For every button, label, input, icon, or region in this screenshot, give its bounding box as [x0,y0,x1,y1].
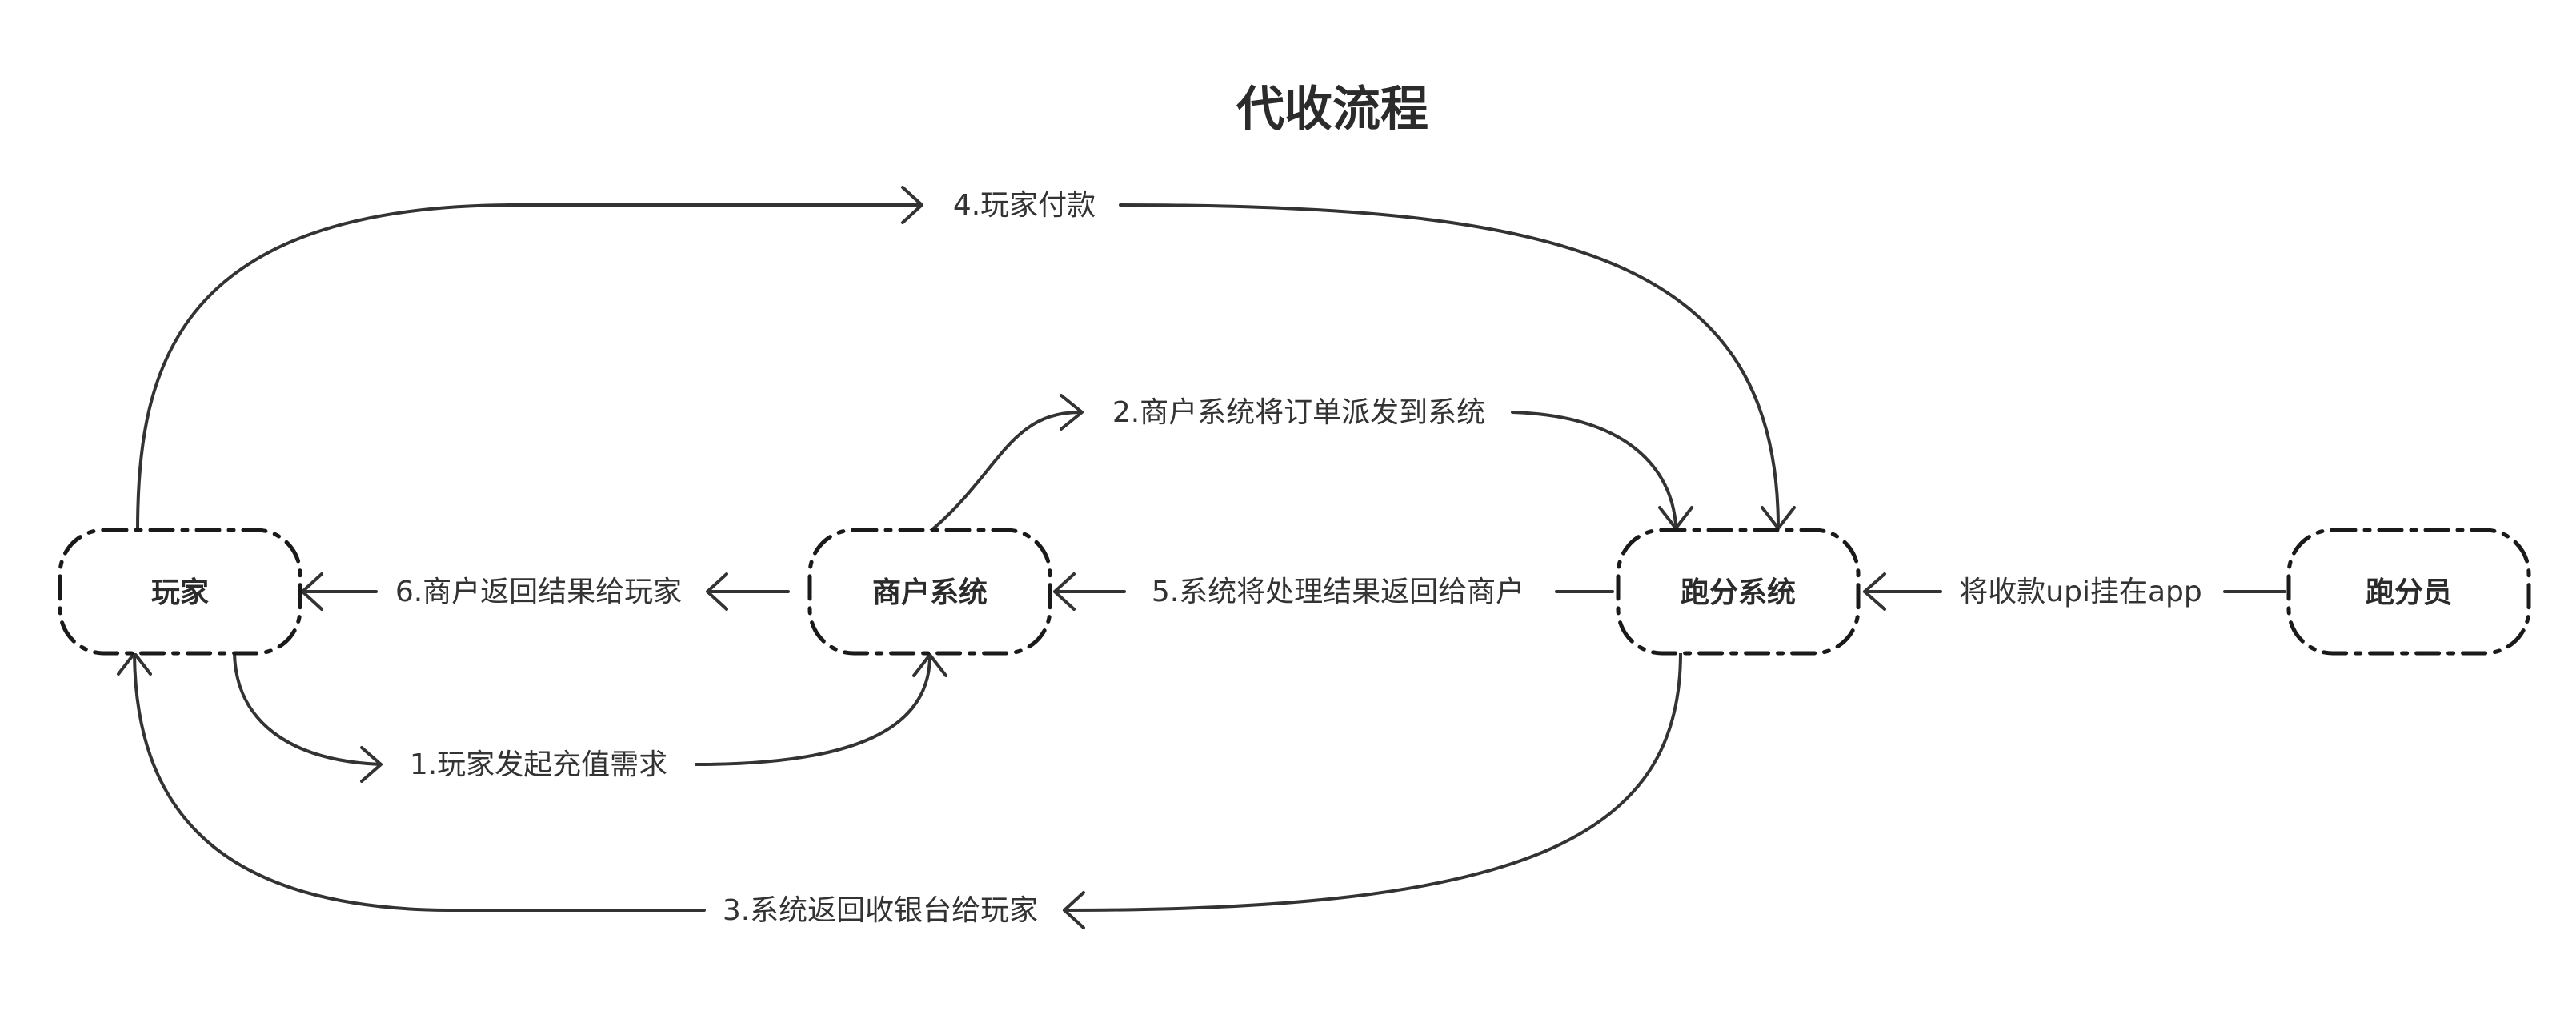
node-runner-label: 跑分员 [2366,576,2452,609]
node-merchant-box [807,528,1052,656]
edge-4-label: 4.玩家付款 [953,189,1096,222]
edge-3-label: 3.系统返回收银台给玩家 [723,894,1038,927]
edge-5-label: 5.系统将处理结果返回给商户 [1152,576,1524,608]
edge-1-arrowhead-end [912,653,947,677]
diagram-title: 代收流程 [1236,82,1428,138]
edge-3-arrowhead [1063,891,1085,929]
edge-4-arrowhead [901,186,923,224]
node-runner: 跑分员 [2286,528,2531,656]
node-paofen-box [1616,528,1861,656]
edge-1-path-left [233,652,382,766]
node-merchant: 商户系统 [807,528,1052,656]
edge-4-player-pays: 4.玩家付款 [136,186,1796,532]
edge-4-path-left [136,203,922,532]
edge-4-path-right [1119,203,1780,527]
node-player-box [58,528,302,656]
node-player-label: 玩家 [151,576,209,609]
node-player: 玩家 [58,528,302,656]
edge-5-result-to-merchant: 5.系统将处理结果返回给商户 [1053,572,1614,611]
edge-1-recharge-request: 1.玩家发起充值需求 [233,652,947,783]
edge-2-path-left [928,411,1082,533]
edge-7-arrowhead [1863,572,1886,611]
node-merchant-label: 商户系统 [872,576,988,609]
edge-6-label: 6.商户返回结果给玩家 [395,576,682,608]
edge-2-arrowhead [1060,394,1084,431]
edge-3-path-left [133,653,706,912]
node-runner-box [2286,528,2531,656]
edge-1-label: 1.玩家发起充值需求 [410,748,667,781]
edge-6-arrowhead [301,572,323,611]
node-paofen-label: 跑分系统 [1681,576,1796,609]
edge-2-path-right [1511,411,1677,527]
edge-1-arrowhead [360,746,383,783]
edge-3-cashier-to-player: 3.系统返回收银台给玩家 [117,652,1682,929]
edge-7-label: 将收款upi挂在app [1959,576,2201,608]
edge-2-dispatch-order: 2.商户系统将订单派发到系统 [928,394,1693,533]
edge-5-arrowhead [1053,572,1076,611]
node-paofen: 跑分系统 [1616,528,1861,656]
edge-6-arrowhead-right [706,572,728,611]
edge-1-path-right [695,656,931,766]
edge-3-path-right [1063,652,1682,912]
edge-7-runner-upi: 将收款upi挂在app [1863,572,2286,611]
edge-6-result-to-player: 6.商户返回结果给玩家 [301,572,790,611]
edge-2-label: 2.商户系统将订单派发到系统 [1112,396,1485,429]
